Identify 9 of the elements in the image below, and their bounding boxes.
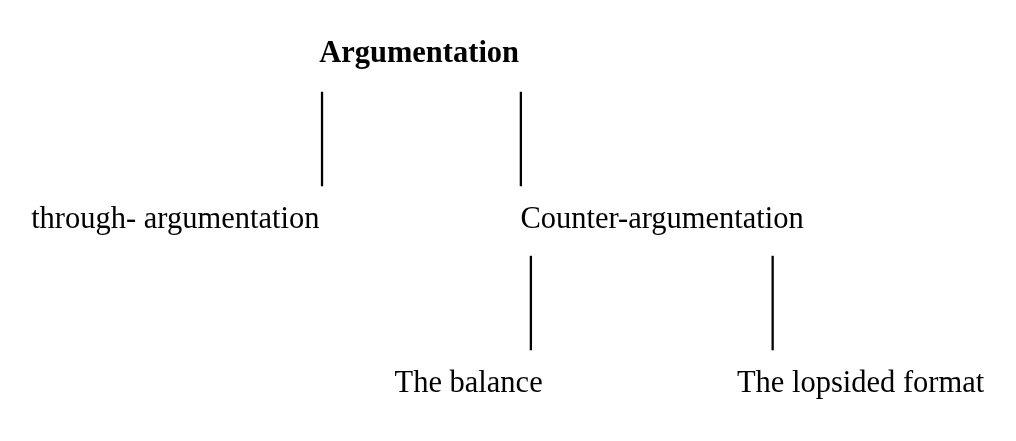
connector <box>320 91 324 186</box>
node-text: Argumentation <box>319 34 520 69</box>
connector <box>519 91 523 186</box>
connector <box>529 255 533 350</box>
node-text: The balance <box>394 364 543 399</box>
node-text: through- argumentation <box>31 200 320 235</box>
node-text: Counter-argumentation <box>520 200 804 235</box>
node-text: The lopsided format <box>736 364 985 399</box>
connector <box>771 255 774 350</box>
